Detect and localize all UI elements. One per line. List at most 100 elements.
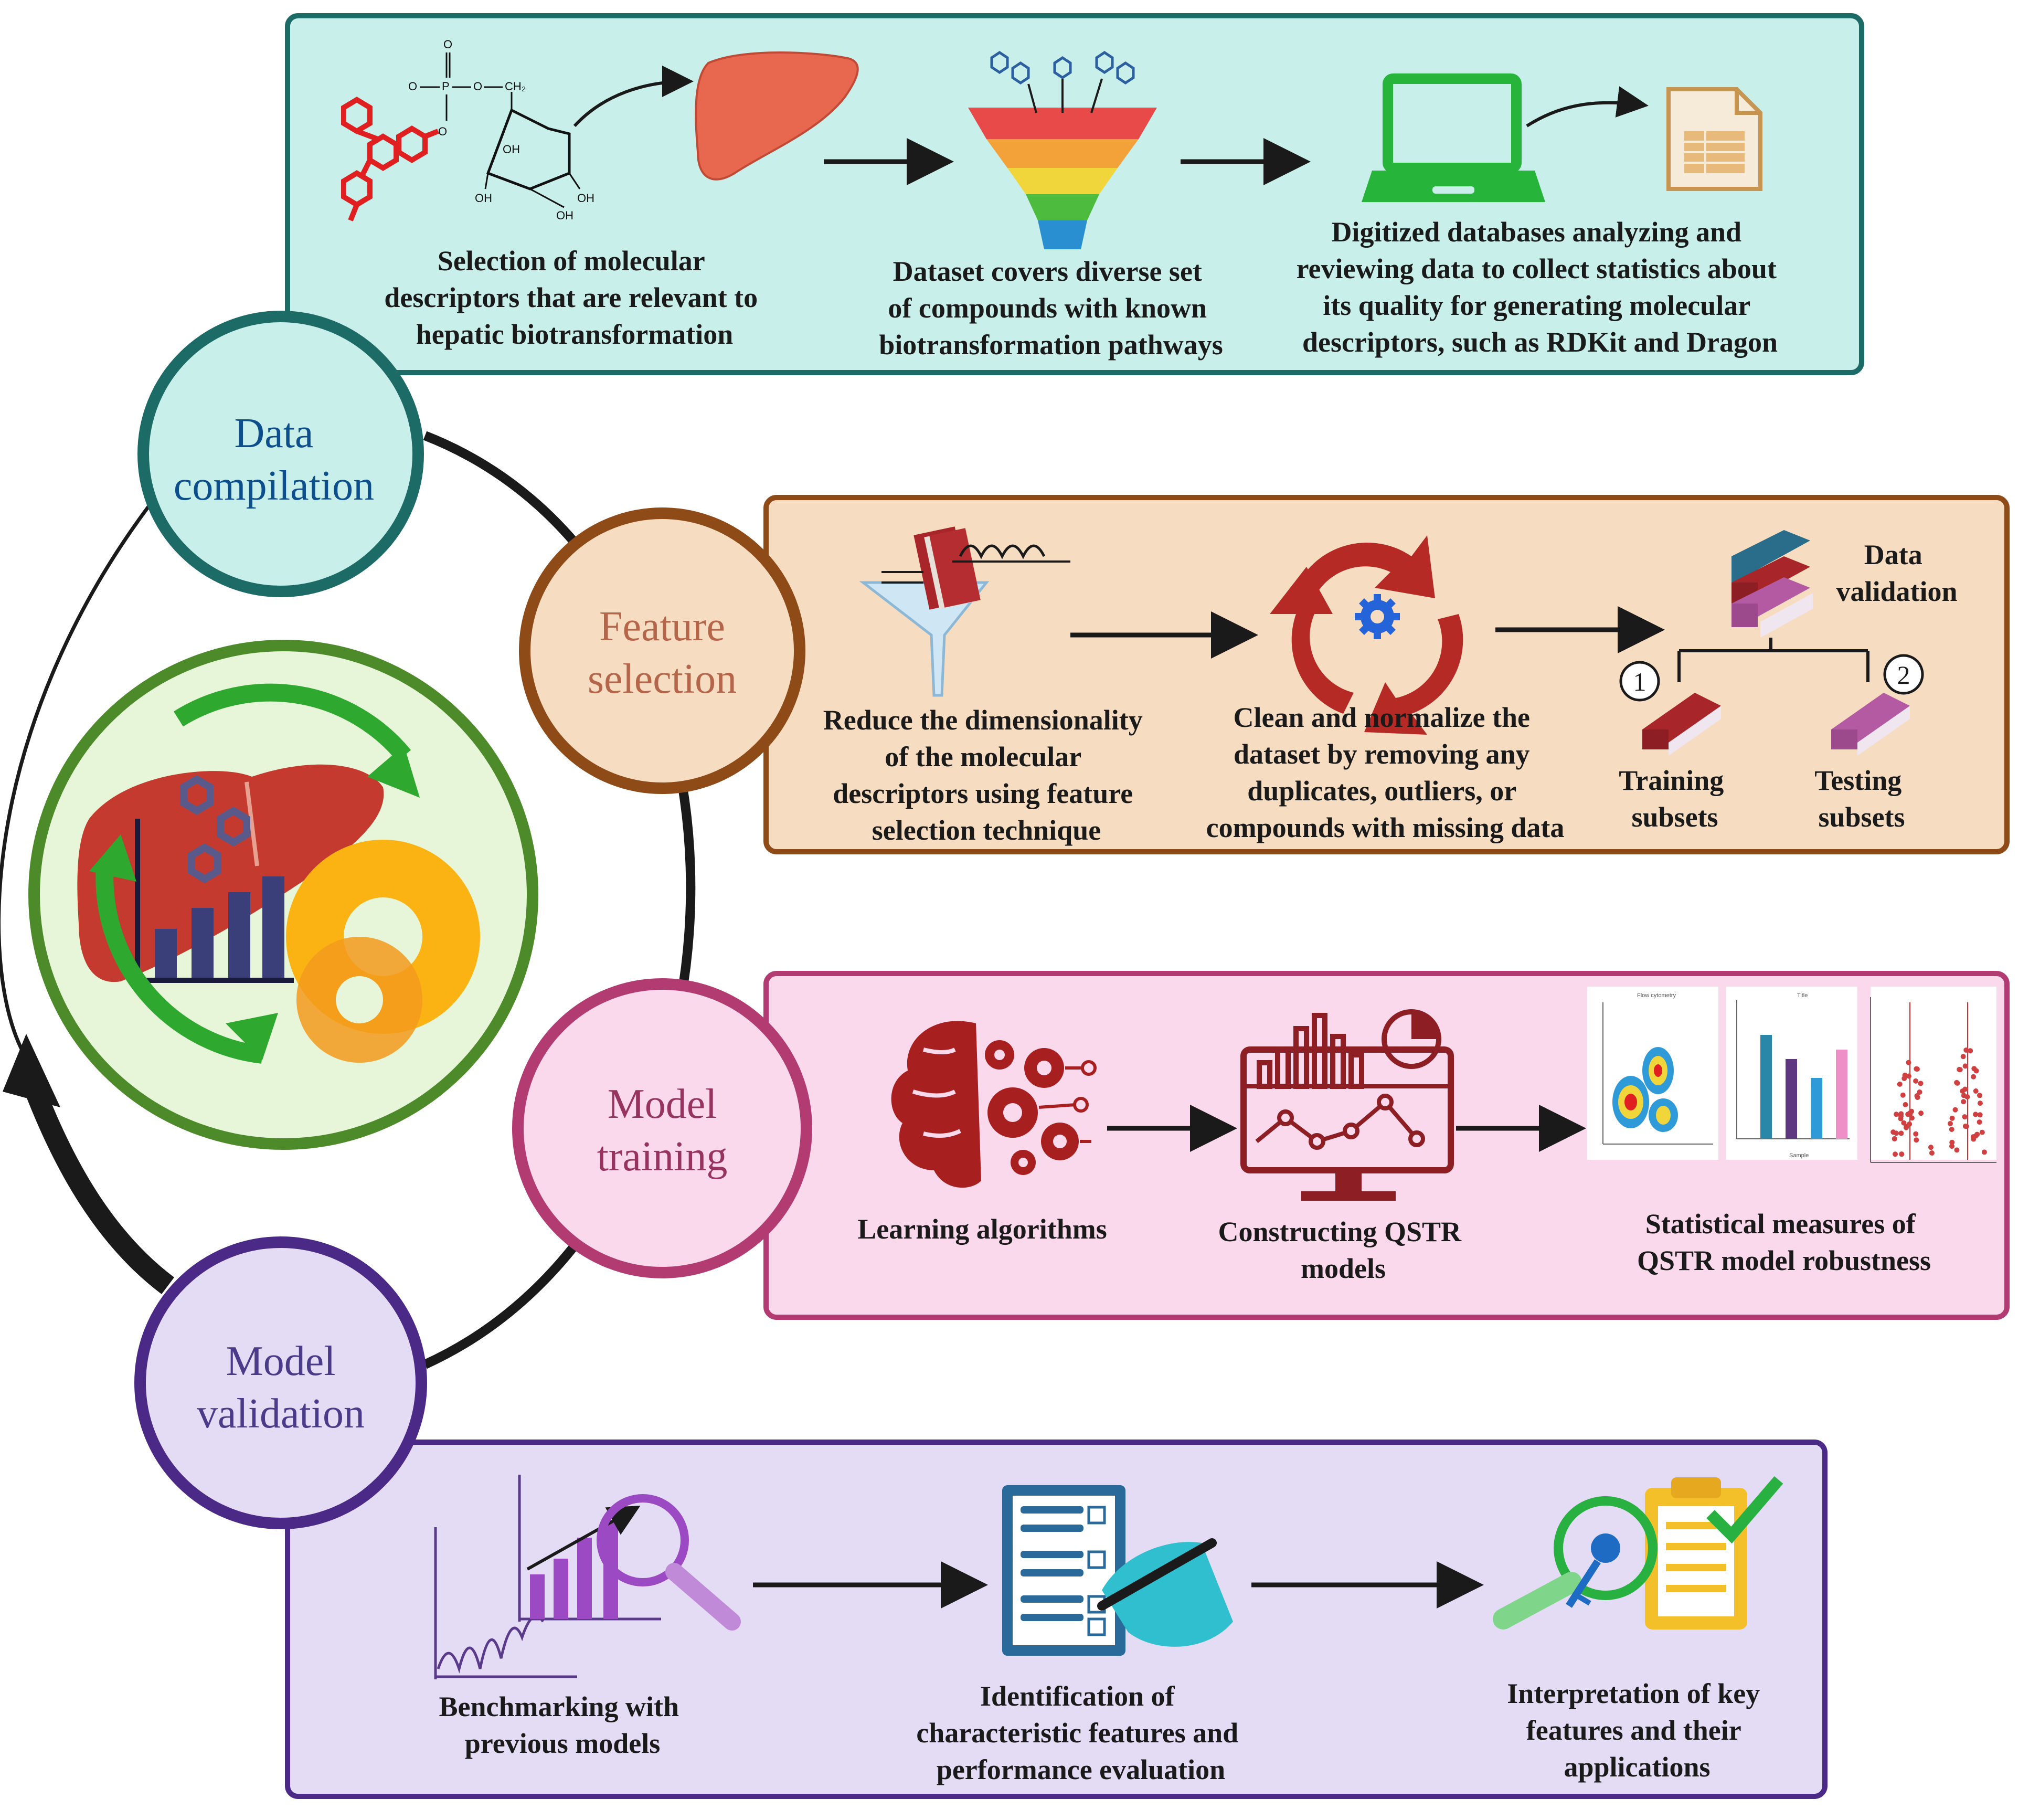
stage-circle-feature-selection[interactable]: Feature selection xyxy=(519,507,805,794)
strip-dot xyxy=(1914,1137,1919,1143)
step-dataset-coverage-text: Dataset covers diverse set of compounds … xyxy=(879,256,1223,361)
svg-text:OH: OH xyxy=(503,143,520,156)
strip-dot xyxy=(1973,1112,1979,1117)
strip-dot xyxy=(1949,1139,1955,1145)
svg-text:Sample: Sample xyxy=(1789,1152,1809,1159)
strip-dot xyxy=(1979,1129,1985,1135)
strip-dot xyxy=(1897,1081,1903,1087)
strip-dot xyxy=(1909,1115,1915,1121)
svg-text:OH: OH xyxy=(475,192,492,205)
strip-dot xyxy=(1914,1066,1920,1072)
stage-circle-model-training[interactable]: Model training xyxy=(512,978,812,1278)
subset-number-1-badge: 1 xyxy=(1619,661,1660,702)
strip-dot xyxy=(1962,1114,1968,1120)
strip-dot xyxy=(1913,1131,1919,1137)
svg-text:O: O xyxy=(438,125,447,138)
brain-gears-icon xyxy=(891,1021,1097,1188)
strip-dot xyxy=(1963,1047,1969,1053)
strip-dot xyxy=(1977,1093,1983,1098)
strip-dot xyxy=(1949,1127,1954,1133)
strip-dot xyxy=(1961,1099,1967,1105)
stacked-books-icon xyxy=(1731,530,1813,638)
step-identification-text: Identification of characteristic feature… xyxy=(916,1680,1245,1785)
step-digitized-databases-text: Digitized databases analyzing and review… xyxy=(1297,216,1784,358)
strip-dot xyxy=(1962,1063,1968,1069)
svg-text:Model: Model xyxy=(226,1338,336,1384)
strip-dot xyxy=(1954,1147,1960,1153)
step-clean-normalize-text: Clean and normalize the dataset by remov… xyxy=(1206,702,1565,843)
cleaning-cycle-icon xyxy=(1270,535,1463,735)
strip-dot xyxy=(1898,1130,1904,1136)
svg-text:compilation: compilation xyxy=(174,463,374,509)
strip-dot xyxy=(1918,1110,1924,1116)
svg-text:O: O xyxy=(408,80,417,93)
step-interpretation-text: Interpretation of key features and their… xyxy=(1507,1678,1767,1783)
molecule-icon xyxy=(341,97,439,221)
svg-text:Data: Data xyxy=(234,410,313,457)
stage-circle-data-compilation[interactable]: Data compilation xyxy=(137,311,424,597)
svg-text:Feature: Feature xyxy=(599,604,725,650)
dot-strip-mini-plot xyxy=(1870,987,1996,1163)
strip-dot xyxy=(1898,1113,1904,1119)
svg-text:CH₂: CH₂ xyxy=(505,80,526,93)
strip-dot xyxy=(1968,1048,1973,1054)
strip-dot xyxy=(1893,1151,1898,1157)
step-dimensionality-reduction-text: Reduce the dimensionality of the molecul… xyxy=(823,704,1150,846)
strip-dot xyxy=(1894,1130,1899,1136)
strip-dot xyxy=(1907,1121,1913,1127)
svg-text:Model: Model xyxy=(608,1081,717,1127)
strip-dot xyxy=(1929,1150,1935,1156)
svg-text:Title: Title xyxy=(1797,992,1808,999)
step-statistical-measures-text: Statistical measures of QSTR model robus… xyxy=(1637,1208,1931,1276)
strip-dot xyxy=(1903,1102,1908,1107)
key-interpretation-icon xyxy=(1493,1476,1783,1629)
strip-dot xyxy=(1981,1149,1987,1155)
svg-text:P: P xyxy=(442,80,450,93)
strip-dot xyxy=(1973,1088,1979,1094)
strip-dot xyxy=(1914,1093,1920,1099)
strip-dot xyxy=(1892,1136,1897,1141)
strip-dot xyxy=(1952,1107,1958,1113)
strip-dot xyxy=(1901,1075,1907,1081)
strip-dot xyxy=(1947,1120,1953,1126)
strip-dot xyxy=(1905,1112,1911,1117)
svg-text:1: 1 xyxy=(1633,667,1646,696)
strip-dot xyxy=(1960,1054,1966,1060)
benchmark-chart-icon xyxy=(434,1475,741,1679)
strip-dot xyxy=(1901,1120,1907,1126)
strip-dot xyxy=(1977,1119,1982,1125)
strip-dot xyxy=(1906,1073,1911,1079)
strip-dot xyxy=(1906,1060,1911,1065)
testing-book-icon xyxy=(1831,693,1910,756)
step-constructing-qstr-text: Constructing QSTR models xyxy=(1218,1216,1468,1284)
testing-subsets-label: Testing subsets xyxy=(1814,765,1909,833)
strip-dot xyxy=(1913,1078,1919,1084)
strip-dot xyxy=(1963,1124,1969,1129)
strip-dot xyxy=(1960,1088,1966,1094)
strip-dot xyxy=(1899,1151,1905,1157)
strip-dot xyxy=(1894,1112,1899,1117)
svg-text:Flow cytometry: Flow cytometry xyxy=(1637,992,1676,999)
strip-dot xyxy=(1971,1074,1977,1080)
liver-icon xyxy=(695,51,859,181)
monitor-analytics-icon xyxy=(1240,1009,1454,1201)
funnel-icon xyxy=(968,50,1157,249)
strip-dot xyxy=(1949,1115,1955,1121)
data-validation-label: Data validation xyxy=(1836,539,1957,607)
cycle-arc xyxy=(0,431,696,1369)
flow-cytometry-mini-plot: Flow cytometry xyxy=(1587,987,1718,1160)
strip-dot xyxy=(1954,1080,1960,1085)
stage-circle-model-validation[interactable]: Model validation xyxy=(134,1236,427,1529)
svg-text:OH: OH xyxy=(556,209,573,222)
checklist-evaluation-icon xyxy=(1002,1485,1233,1656)
subset-number-2-badge: 2 xyxy=(1883,654,1924,695)
split-tree-connector xyxy=(1677,638,1869,682)
strip-dot xyxy=(1971,1066,1977,1072)
grouped-bar-mini-chart: Title Sample xyxy=(1726,987,1857,1160)
strip-dot xyxy=(1918,1081,1924,1086)
liver-gear-cycle-icon xyxy=(28,640,538,1150)
strip-dot xyxy=(1928,1145,1934,1150)
strip-dot xyxy=(1977,1112,1983,1118)
step-benchmarking-text: Benchmarking with previous models xyxy=(439,1691,686,1759)
